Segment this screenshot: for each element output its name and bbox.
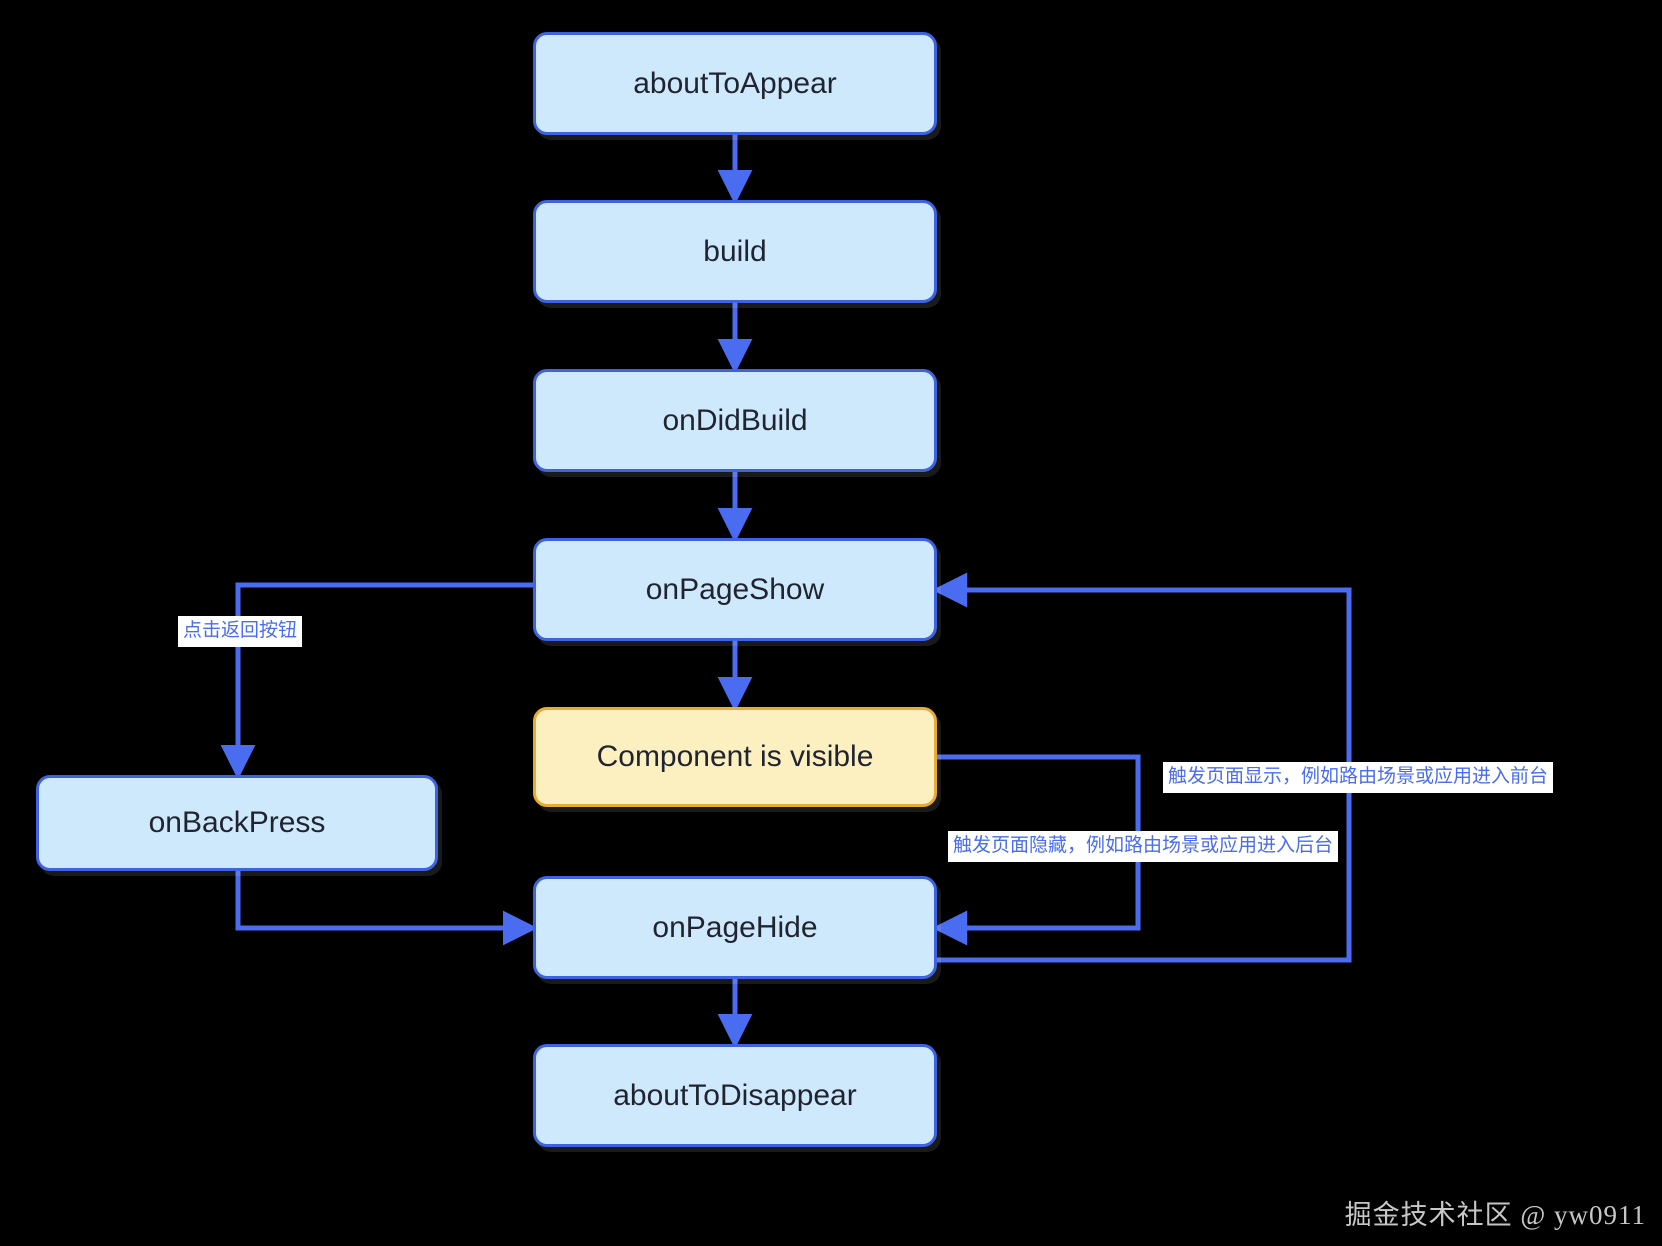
node-onpageshow[interactable]: onPageShow [533, 538, 937, 641]
edge-label-page-hide: 触发页面隐藏，例如路由场景或应用进入后台 [948, 831, 1339, 862]
node-abouttodisappear[interactable]: aboutToDisappear [533, 1044, 937, 1147]
edge-label-text: 点击返回按钮 [183, 620, 298, 641]
edge-onpageshow-onbackpress [220, 582, 533, 780]
node-label: aboutToAppear [633, 66, 837, 100]
edge-label-text: 触发页面显示，例如路由场景或应用进入前台 [1168, 766, 1549, 787]
node-abouttoappear[interactable]: aboutToAppear [533, 32, 937, 135]
node-onbackpress[interactable]: onBackPress [36, 775, 438, 871]
node-onpagehide[interactable]: onPageHide [533, 876, 937, 979]
watermark: 掘金技术社区 @ yw0911 [1344, 1200, 1646, 1230]
node-ondidbuild[interactable]: onDidBuild [533, 369, 937, 472]
edge-label-back-press: 点击返回按钮 [178, 616, 303, 647]
edge-label-text: 触发页面隐藏，例如路由场景或应用进入后台 [953, 835, 1334, 856]
node-label: build [703, 234, 767, 268]
node-label: Component is visible [596, 740, 874, 773]
edge-onbackpress-onpagehide [235, 871, 538, 946]
node-label: onPageShow [645, 572, 825, 606]
node-component-is-visible[interactable]: Component is visible [533, 707, 937, 807]
node-label: aboutToDisappear [613, 1078, 857, 1112]
node-label: onDidBuild [662, 403, 808, 437]
node-build[interactable]: build [533, 200, 937, 303]
node-label: onPageHide [652, 910, 818, 944]
edge-label-page-show: 触发页面显示，例如路由场景或应用进入前台 [1163, 762, 1554, 793]
node-label: onBackPress [148, 806, 326, 839]
